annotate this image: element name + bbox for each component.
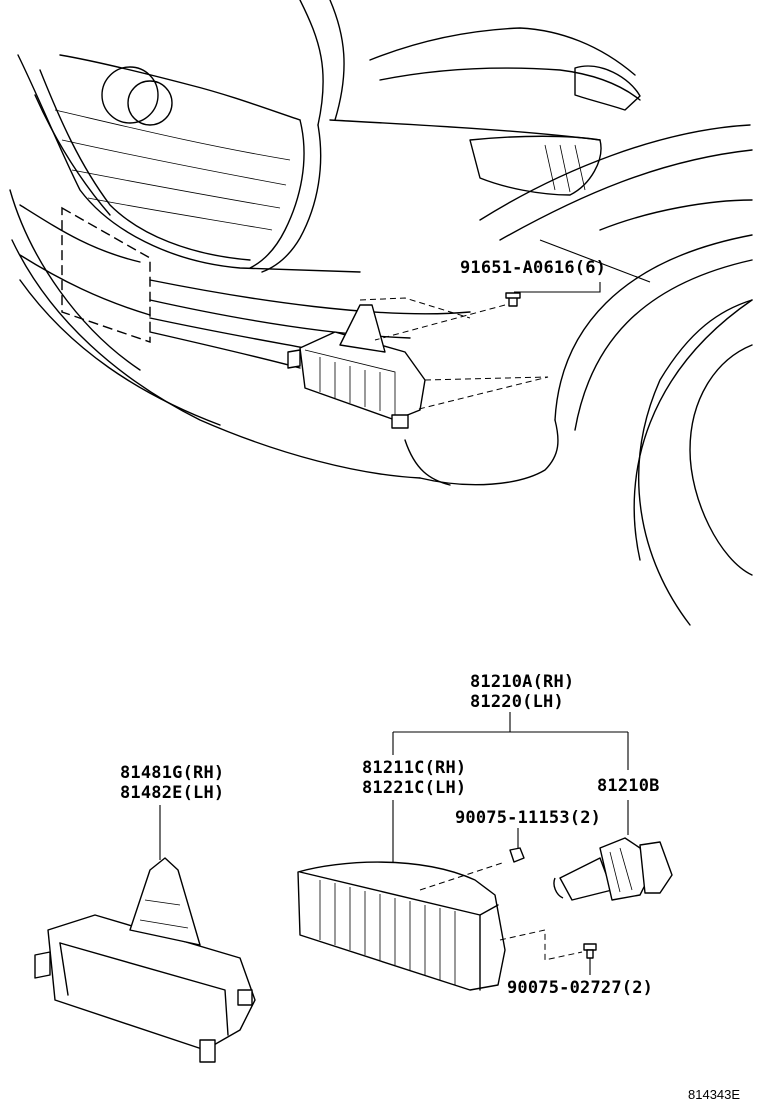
assembly-leader-lines [159,712,629,975]
label-fog-assy-rh: 81210A(RH) [470,672,575,692]
label-lens-rh: 81211C(RH) [362,758,467,778]
bulb-icon [553,837,673,901]
label-nut: 90075-11153(2) [455,808,602,828]
label-lens-lh: 81221C(LH) [362,778,467,798]
label-bolt-top: 91651-A0616(6) [460,258,607,278]
fog-lamp-lens [297,861,583,991]
label-fog-assy-lh: 81220(LH) [470,692,564,712]
label-bracket-lh: 81482E(LH) [120,783,225,803]
label-bulb: 81210B [597,776,660,796]
fog-lamp-bracket [34,857,256,1063]
label-bracket-rh: 81481G(RH) [120,763,225,783]
label-screw: 90075-02727(2) [507,978,654,998]
car-front-illustration [9,0,753,626]
screw-icon [583,943,597,959]
diagram-code: 814343E [688,1087,741,1102]
nut-icon [509,847,525,863]
